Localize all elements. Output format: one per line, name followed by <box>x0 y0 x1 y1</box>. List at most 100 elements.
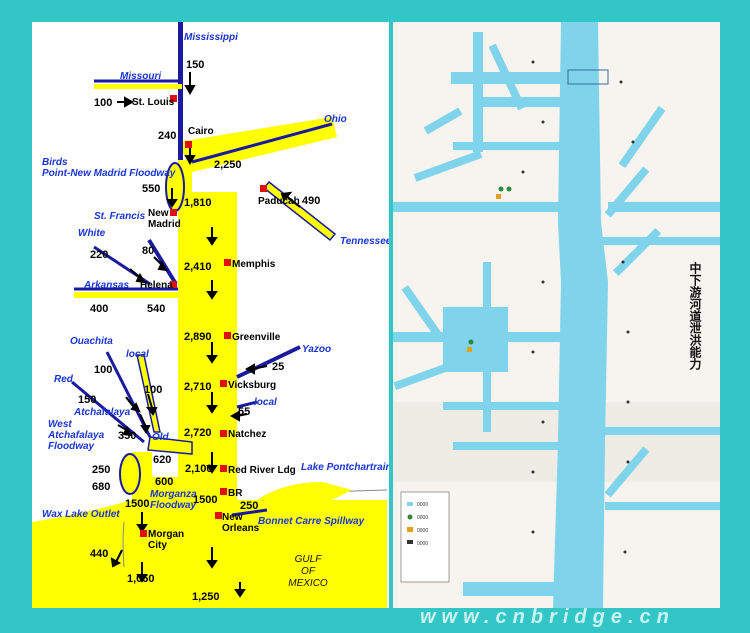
right-tributaries <box>393 32 720 596</box>
right-legend-box <box>400 491 450 583</box>
flow-ohio: 2,250 <box>214 159 242 171</box>
city-memphis: Memphis <box>232 259 276 270</box>
city-new-orleans-line-2: Orleans <box>222 523 260 534</box>
ohio-line <box>191 122 333 164</box>
label-white: White <box>78 228 106 239</box>
label-gulf-line-1: GULF <box>295 554 323 565</box>
label-gulf-line-2: OF <box>301 566 316 577</box>
flow-wax-lake: 440 <box>90 548 108 560</box>
west-atchafalaya-floodway <box>119 453 141 495</box>
flow-mouth: 1,250 <box>192 591 220 603</box>
label-st-francis: St. Francis <box>94 211 146 222</box>
city-natchez: Natchez <box>228 429 266 440</box>
right-grid-box <box>567 69 609 85</box>
flow-morganza: 600 <box>155 476 173 488</box>
label-local-lower: local <box>254 397 277 408</box>
flow-red-river-ldg: 2,100 <box>185 463 213 475</box>
right-side-title: 中下游河道泄洪能力 <box>688 261 702 371</box>
flow-yazoo: 25 <box>272 361 284 373</box>
flow-atchafalaya-main: 680 <box>92 481 110 493</box>
lake-pontchartrain-area <box>257 482 352 500</box>
main-channel-wide <box>192 192 237 502</box>
flow-atchafalaya-mouth: 1,060 <box>127 573 155 585</box>
city-morgan-city-line-1: Morgan <box>148 529 184 540</box>
flow-below-cairo: 1,810 <box>184 197 212 209</box>
flow-west-atchafalaya: 250 <box>92 464 110 476</box>
label-atchafalaya: Atchafalaya <box>73 407 131 418</box>
flow-birds-point: 550 <box>142 183 160 195</box>
wax-lake-shore <box>122 521 125 568</box>
flow-br: 1500 <box>193 494 217 506</box>
flow-local: 55 <box>238 406 250 418</box>
watermark-text: www.cnbridge.cn <box>420 606 675 628</box>
label-lake-pontchartrain: Lake Pontchartrain <box>301 462 389 473</box>
right-station-dots <box>521 60 635 554</box>
flow-mississippi: 150 <box>186 59 204 71</box>
right-legend-item-3: 0000 <box>417 528 428 534</box>
label-birds-point-line-2: Point-New Madrid Floodway <box>42 168 176 179</box>
right-legend-item-2: 0000 <box>417 515 428 521</box>
label-missouri: Missouri <box>120 71 161 82</box>
flow-arkansas: 400 <box>90 303 108 315</box>
flow-arrows <box>110 72 301 598</box>
flow-local-upper: 100 <box>144 384 162 396</box>
city-cairo: Cairo <box>188 126 214 137</box>
yazoo-line <box>236 345 301 379</box>
flow-tennessee: 490 <box>302 195 320 207</box>
flow-old: 350 <box>118 430 136 442</box>
label-west-atchafalaya-line-3: Floodway <box>48 441 95 452</box>
right-legend-item-1: 0000 <box>417 502 428 508</box>
label-wax-lake: Wax Lake Outlet <box>42 509 120 520</box>
label-west-atchafalaya-line-2: Atchafalaya <box>47 430 105 441</box>
morganza-link <box>152 477 192 502</box>
flow-white: 220 <box>90 249 108 261</box>
right-colored-markers <box>467 186 512 352</box>
flow-red: 150 <box>78 394 96 406</box>
flow-vicksburg: 2,710 <box>184 381 212 393</box>
left-map-panel: Mississippi Missouri Ohio Tennessee St. … <box>32 22 389 608</box>
label-tennessee: Tennessee <box>340 236 389 247</box>
label-ouachita: Ouachita <box>70 336 113 347</box>
right-river-schematic: 0000 0000 0000 0000 中下游河道泄洪能力 <box>393 22 720 608</box>
left-flow-diagram: Mississippi Missouri Ohio Tennessee St. … <box>32 22 389 608</box>
flow-memphis: 2,410 <box>184 261 212 273</box>
label-birds-point-line-1: Birds <box>42 157 68 168</box>
mississippi-upper <box>178 22 183 160</box>
city-br: BR <box>228 488 243 499</box>
local-lower-line <box>236 400 258 409</box>
flow-below-arkansas: 540 <box>147 303 165 315</box>
flow-st-francis: 80 <box>142 245 154 257</box>
label-west-atchafalaya-line-1: West <box>48 419 72 430</box>
city-red-river-ldg: Red River Ldg <box>228 465 296 476</box>
flow-bonnet-carre: 250 <box>240 500 258 512</box>
city-morgan-city-line-2: City <box>148 540 167 551</box>
city-greenville: Greenville <box>232 332 281 343</box>
old-river-channel <box>147 436 193 455</box>
flow-missouri: 100 <box>94 97 112 109</box>
label-bonnet-carre: Bonnet Carre Spillway <box>258 516 365 527</box>
label-mississippi: Mississippi <box>184 32 238 43</box>
bonnet-carre-line <box>231 508 268 517</box>
red-line <box>71 380 145 444</box>
flow-greenville: 2,890 <box>184 331 212 343</box>
label-ohio: Ohio <box>324 114 347 125</box>
label-red: Red <box>54 374 74 385</box>
right-map-panel: 0000 0000 0000 0000 中下游河道泄洪能力 <box>393 22 720 608</box>
city-new-orleans-line-1: New <box>222 512 243 523</box>
right-main-river <box>553 22 608 608</box>
label-old: Old <box>152 432 170 443</box>
city-helena: Helena <box>140 280 173 291</box>
ouachita-line <box>105 351 152 438</box>
flow-st-louis: 240 <box>158 130 176 142</box>
flow-natchez: 2,720 <box>184 427 212 439</box>
main-channel-lower <box>192 502 237 597</box>
city-markers <box>140 95 267 537</box>
label-arkansas: Arkansas <box>83 280 129 291</box>
label-local-upper: local <box>126 349 149 360</box>
city-st-louis: St. Louis <box>132 97 175 108</box>
